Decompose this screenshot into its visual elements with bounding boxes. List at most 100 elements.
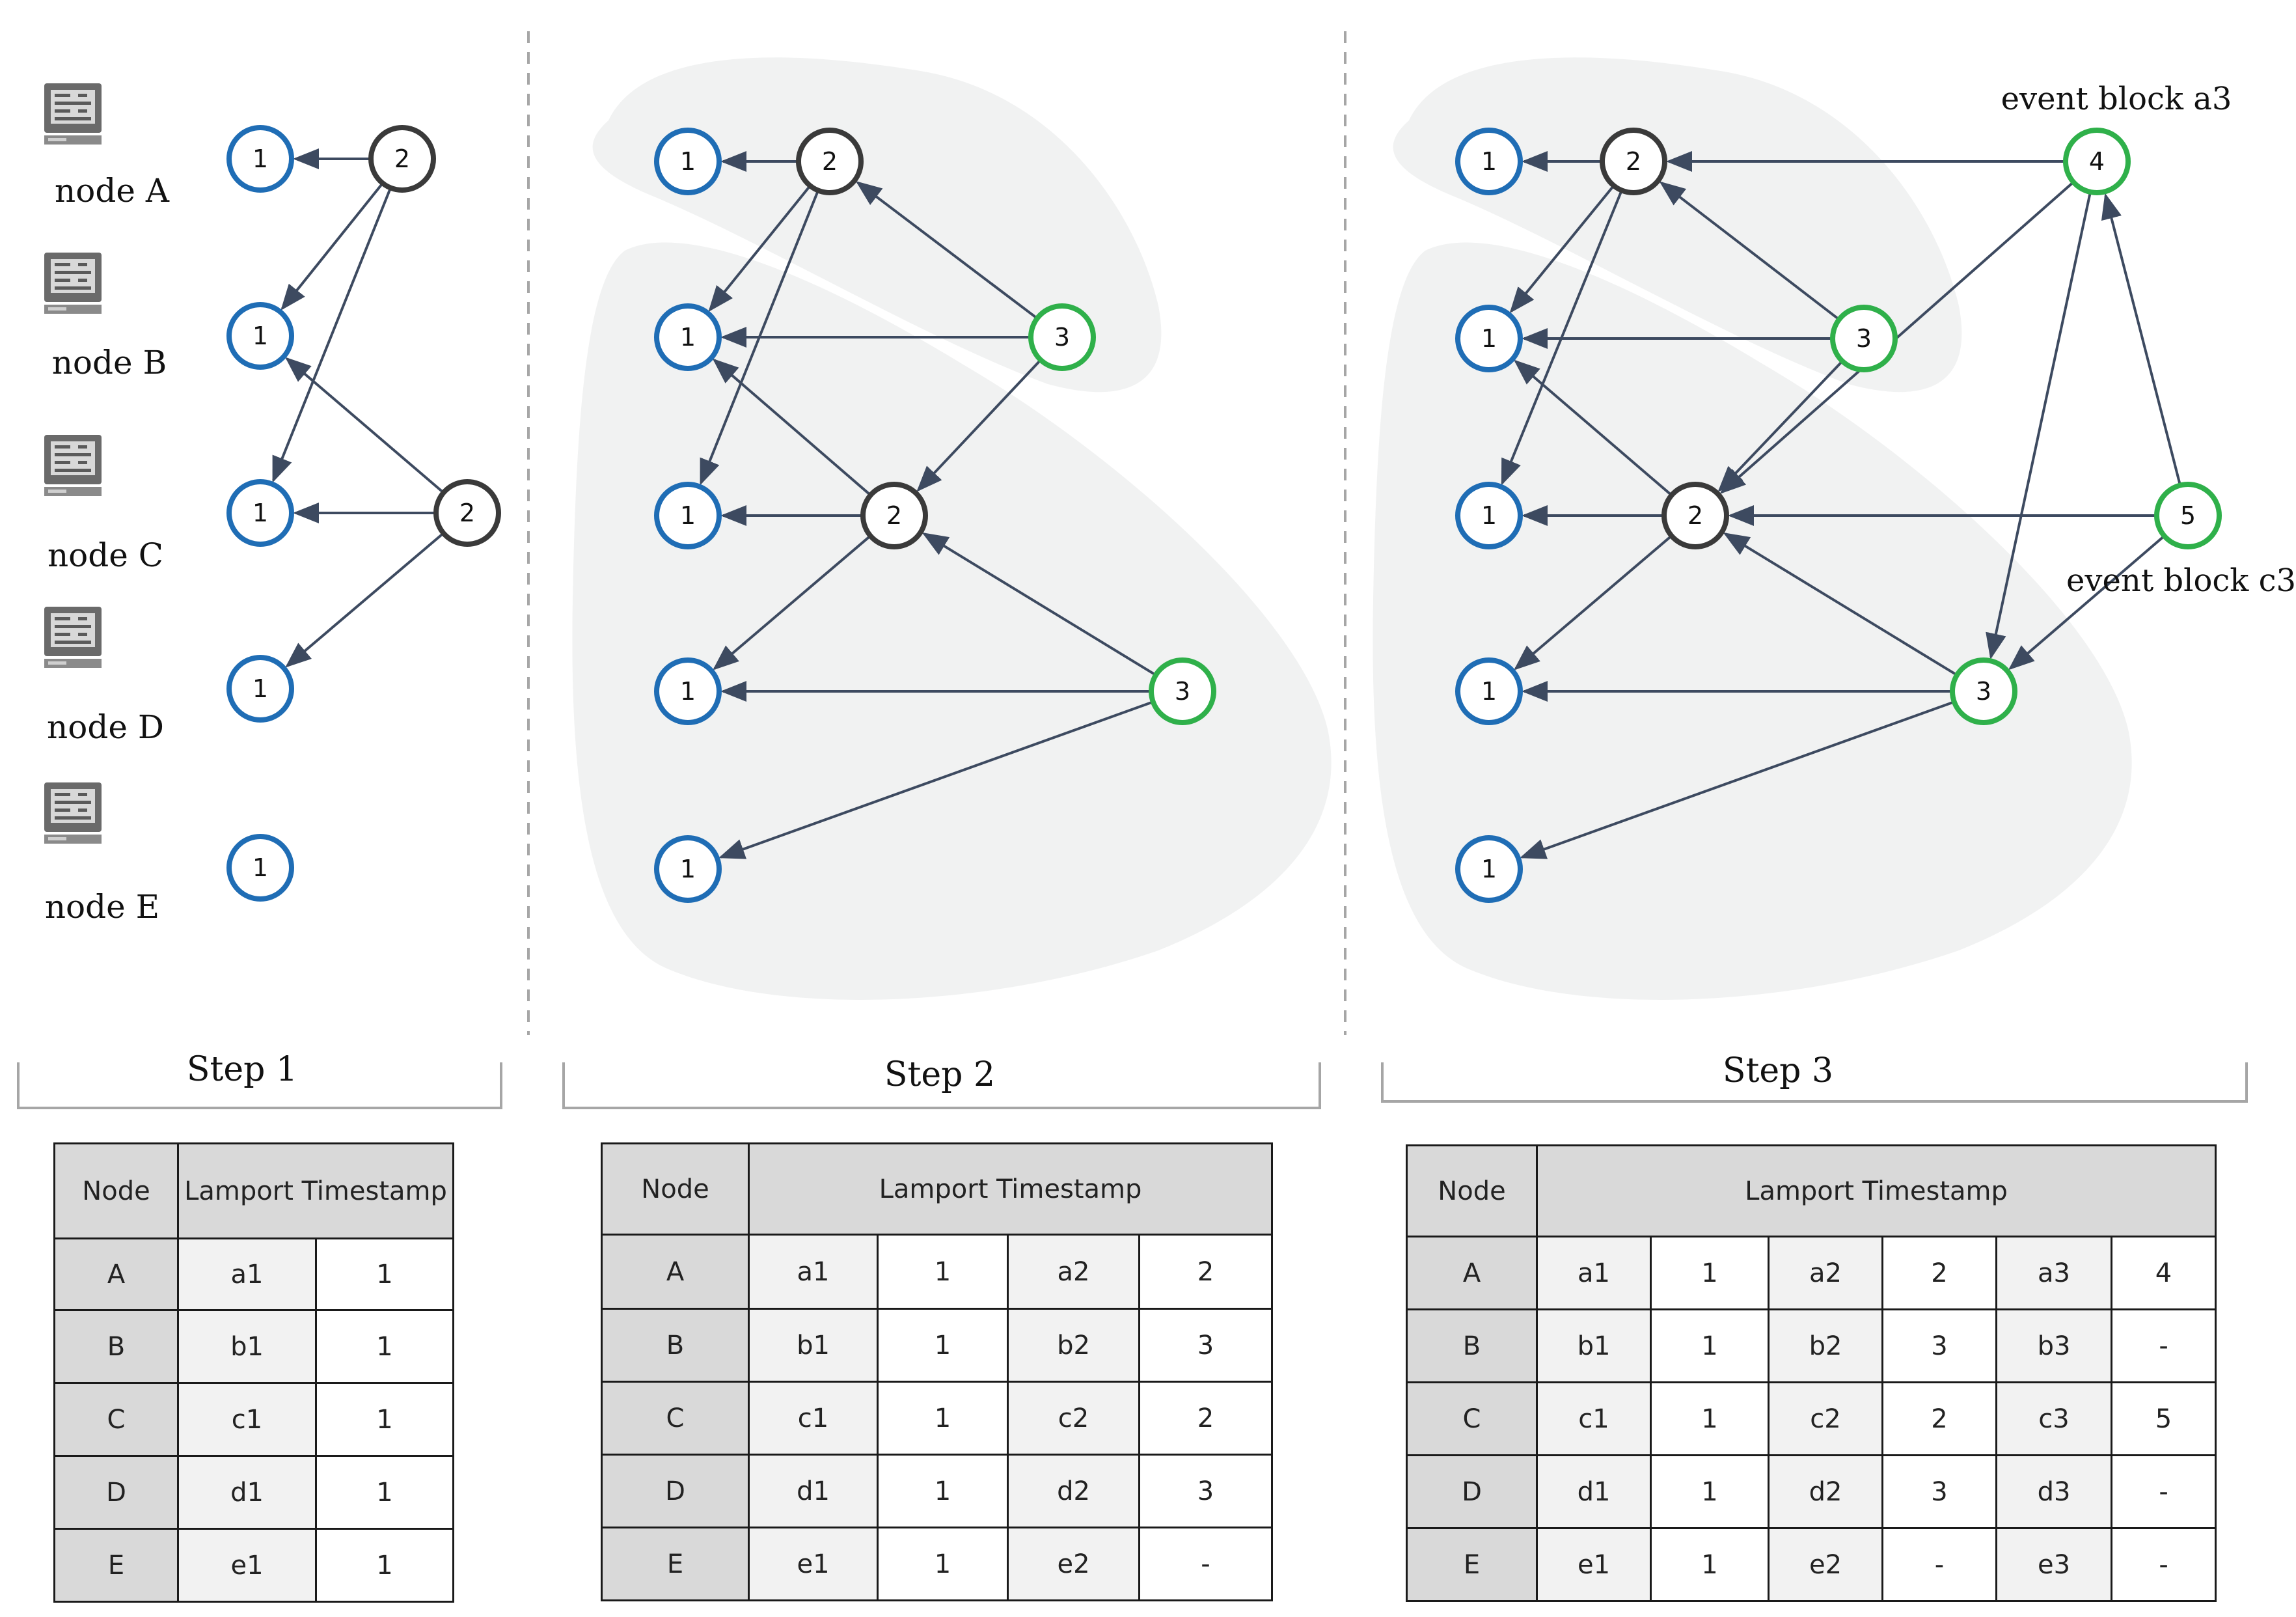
row-node-key: E	[53, 1528, 179, 1603]
event-id-cell: e2	[1007, 1527, 1140, 1601]
edge-b2-a2	[1659, 181, 1839, 320]
timestamp-cell: 5	[2110, 1381, 2217, 1456]
computer-terminal-icon	[44, 782, 102, 844]
row-node-key: A	[601, 1234, 750, 1310]
event-node-c2: 2	[1661, 482, 1729, 549]
row-node-key: D	[1406, 1454, 1538, 1529]
timestamp-cell: 2	[1138, 1381, 1273, 1456]
step-brackets: Step 1 Step 2 Step 3	[17, 1050, 2248, 1109]
timestamp-cell: -	[2110, 1527, 2217, 1602]
svg-text:2: 2	[394, 145, 410, 173]
svg-text:1: 1	[1481, 501, 1497, 530]
event-id-cell: d2	[1768, 1454, 1883, 1529]
row-node-key: C	[1406, 1381, 1538, 1456]
event-node-c2: 2	[433, 479, 501, 547]
svg-text:3: 3	[1976, 677, 1991, 706]
svg-text:1: 1	[1481, 147, 1497, 176]
timestamp-cell: 1	[877, 1234, 1009, 1310]
event-node-a2: 2	[368, 125, 436, 193]
timestamp-cell: 2	[1138, 1234, 1273, 1310]
event-node-a1: 1	[1455, 128, 1523, 195]
event-id-cell: a3	[1995, 1236, 2112, 1310]
event-node-d2: 3	[1950, 657, 2017, 725]
event-id-cell: e2	[1768, 1527, 1883, 1602]
event-id-cell: c1	[177, 1382, 317, 1457]
timestamp-cell: 1	[1650, 1308, 1770, 1383]
event-id-cell: d2	[1007, 1454, 1140, 1528]
timestamp-cell: 1	[1650, 1236, 1770, 1310]
bracket-step-3	[1381, 1062, 2248, 1103]
event-id-cell: c2	[1768, 1381, 1883, 1456]
event-node-d1: 1	[654, 657, 722, 725]
computer-terminal-icon	[44, 83, 102, 145]
event-node-e1: 1	[226, 834, 294, 902]
timestamp-cell: 1	[877, 1308, 1009, 1383]
svg-text:2: 2	[886, 501, 902, 530]
table-header-node: Node	[53, 1142, 179, 1239]
timestamp-cell: 3	[1138, 1454, 1273, 1528]
svg-text:1: 1	[253, 674, 268, 703]
region-step2-upper	[592, 57, 1162, 393]
row-node-key: B	[53, 1309, 179, 1384]
timestamp-cell: 1	[877, 1381, 1009, 1456]
svg-text:1: 1	[680, 501, 696, 530]
timestamp-cell: 2	[1881, 1236, 1997, 1310]
edge-c2-b1	[284, 357, 444, 493]
svg-text:5: 5	[2180, 501, 2196, 530]
node-label: node D	[47, 708, 164, 746]
node-label: node C	[48, 536, 163, 574]
edge-a2-b1	[1509, 186, 1614, 314]
event-id-cell: b2	[1007, 1308, 1140, 1383]
svg-text:2: 2	[822, 147, 838, 176]
edge-c3-a3	[2101, 193, 2181, 485]
event-id-cell: e1	[1536, 1527, 1652, 1602]
event-node-c1: 1	[1455, 482, 1523, 549]
event-id-cell: c1	[748, 1381, 879, 1456]
event-node-b1: 1	[654, 303, 722, 371]
region-step2-lower	[572, 242, 1332, 1000]
svg-text:1: 1	[1481, 677, 1497, 706]
event-node-a1: 1	[654, 128, 722, 195]
event-id-cell: a1	[1536, 1236, 1652, 1310]
timestamp-cell: 1	[1650, 1381, 1770, 1456]
event-node-d2: 3	[1149, 657, 1216, 725]
event-id-cell: c1	[1536, 1381, 1652, 1456]
event-node-d1: 1	[226, 655, 294, 723]
svg-text:2: 2	[1626, 147, 1641, 176]
svg-text:3: 3	[1175, 677, 1190, 706]
event-node-c2: 2	[860, 482, 928, 549]
row-node-key: A	[53, 1237, 179, 1311]
row-node-key: E	[1406, 1527, 1538, 1602]
edge-c2-d1	[713, 535, 871, 670]
event-id-cell: c2	[1007, 1381, 1140, 1456]
table-header-timestamp: Lamport Timestamp	[177, 1142, 454, 1239]
timestamp-cell: 3	[1138, 1308, 1273, 1383]
event-node-c1: 1	[226, 479, 294, 547]
event-id-cell: e1	[177, 1528, 317, 1603]
node-label: node A	[55, 172, 170, 210]
edge-a2-c1	[272, 188, 392, 483]
event-node-a2: 2	[1600, 128, 1667, 195]
event-id-cell: d1	[748, 1454, 879, 1528]
timestamp-cell: 2	[1881, 1381, 1997, 1456]
row-node-key: B	[1406, 1308, 1538, 1383]
table-header-node: Node	[1406, 1144, 1538, 1237]
event-id-cell: e1	[748, 1527, 879, 1601]
node-label: node E	[45, 888, 159, 926]
svg-text:1: 1	[680, 323, 696, 352]
event-id-cell: b2	[1768, 1308, 1883, 1383]
consensus-regions	[572, 57, 2132, 1000]
event-node-a1: 1	[226, 125, 294, 193]
svg-text:1: 1	[253, 145, 268, 173]
event-id-cell: b1	[177, 1309, 317, 1384]
svg-text:3: 3	[1054, 323, 1070, 352]
